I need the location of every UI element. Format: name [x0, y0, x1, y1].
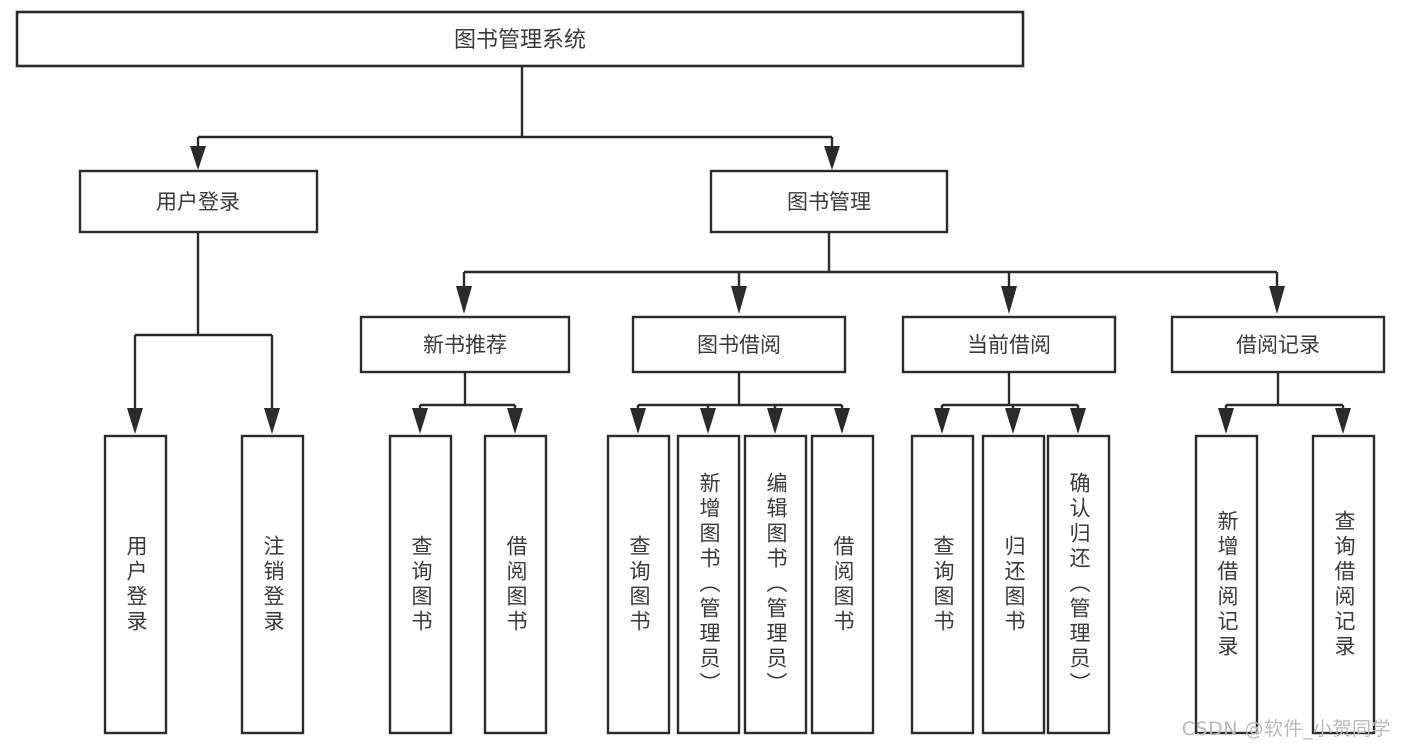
arrow-down-icon-leaf-3: [412, 408, 428, 434]
leaf-box-logout-login[interactable]: [240, 434, 305, 735]
arrow-down-icon-level3-4: [1269, 286, 1285, 314]
arrow-down-icon-leaf-2: [264, 408, 280, 434]
leaf-box-borrow-book-2[interactable]: [810, 434, 875, 735]
node-current-borrow[interactable]: 当前借阅: [901, 315, 1117, 374]
leaf-box-query-record[interactable]: [1311, 434, 1376, 735]
leaf-box-edit-book[interactable]: [743, 434, 808, 735]
arrow-down-icon-leaf-1: [127, 408, 143, 434]
book-borrow-box-outline: [631, 315, 847, 374]
root-label: 图书管理系统: [454, 28, 586, 53]
leaf-box-query-book-3[interactable]: [910, 434, 975, 735]
leaf-box-add-record[interactable]: [1194, 434, 1259, 735]
arrow-down-icon-level2-1: [190, 146, 206, 170]
book-management-box-outline: [709, 169, 949, 234]
node-book-management[interactable]: 图书管理: [709, 169, 949, 234]
arrow-down-icon-leaf-5: [630, 408, 646, 434]
arrow-down-icon-level3-1: [456, 286, 472, 314]
new-book-recommend-label: 新书推荐: [423, 333, 507, 357]
book-management-label: 图书管理: [787, 190, 871, 214]
current-borrow-label: 当前借阅: [967, 333, 1051, 357]
arrow-down-icon-leaf-9: [934, 408, 950, 434]
arrow-down-icon-leaf-6: [700, 408, 716, 434]
new-book-recommend-box-outline: [359, 315, 571, 374]
arrow-down-icon-leaf-12: [1218, 408, 1234, 434]
arrow-down-icon-level2-2: [824, 146, 840, 170]
arrow-down-icon-level3-3: [1001, 286, 1017, 314]
root-box-outline: [15, 10, 1025, 68]
arrow-down-icon-leaf-11: [1070, 408, 1086, 434]
leaf-box-add-book[interactable]: [676, 434, 741, 735]
book-borrow-label: 图书借阅: [697, 333, 781, 357]
arrow-down-icon-leaf-8: [834, 408, 850, 434]
borrow-record-label: 借阅记录: [1236, 333, 1320, 357]
arrow-down-icon-leaf-4: [507, 408, 523, 434]
arrow-down-icon-leaf-13: [1335, 408, 1351, 434]
borrow-record-box-outline: [1170, 315, 1386, 374]
node-new-book-recommend[interactable]: 新书推荐: [359, 315, 571, 374]
node-root[interactable]: 图书管理系统: [15, 10, 1025, 68]
leaf-box-borrow-book-1[interactable]: [483, 434, 548, 735]
node-book-borrow[interactable]: 图书借阅: [631, 315, 847, 374]
user-login-label: 用户登录: [156, 190, 240, 214]
leaf-box-query-book-1[interactable]: [388, 434, 453, 735]
node-user-login[interactable]: 用户登录: [78, 169, 319, 234]
arrow-down-icon-leaf-10: [1005, 408, 1021, 434]
node-borrow-record[interactable]: 借阅记录: [1170, 315, 1386, 374]
leaf-box-query-book-2[interactable]: [606, 434, 671, 735]
current-borrow-box-outline: [901, 315, 1117, 374]
leaf-box-user-login[interactable]: [103, 434, 168, 735]
leaf-box-return-book[interactable]: [981, 434, 1046, 735]
arrow-down-icon-level3-2: [731, 286, 747, 314]
leaf-box-confirm-return[interactable]: [1046, 434, 1111, 735]
arrow-down-icon-leaf-7: [767, 408, 783, 434]
